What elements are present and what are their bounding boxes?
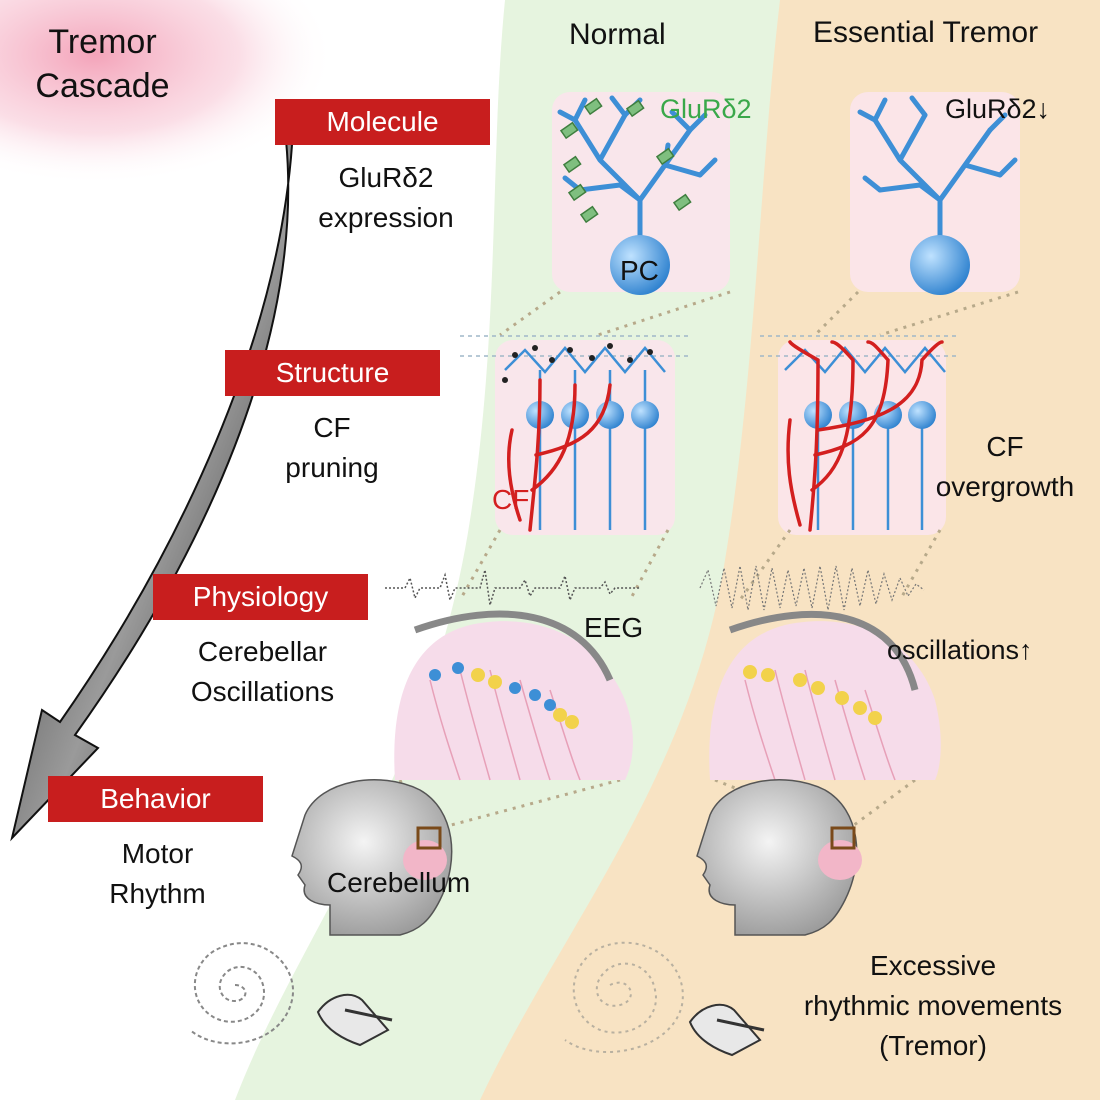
molecule-description: GluRδ2 expression [296, 158, 476, 238]
hand-pen-normal [316, 993, 393, 1047]
eeg-trace-normal [385, 569, 640, 606]
behavior-desc-line-2: Rhythm [109, 878, 206, 909]
structure-et-network [784, 340, 946, 532]
physiology-desc-line-1: Cerebellar [197, 636, 328, 667]
cf-overgrowth-label: CF overgrowth [920, 427, 1090, 507]
head-et [696, 779, 862, 936]
spiral-drawing-tremor [564, 941, 684, 1054]
hand-pen-tremor [688, 1003, 765, 1057]
structure-desc-line-2: pruning [285, 452, 379, 483]
level-box-physiology: Physiology [153, 574, 368, 620]
title-line-2: Cascade [35, 67, 170, 105]
column-header-normal: Normal [569, 18, 666, 51]
figure-title: Tremor Cascade [20, 20, 185, 108]
behavior-description: Motor Rhythm [85, 834, 230, 914]
panel-molecule-normal [552, 92, 730, 292]
spiral-drawing-normal [189, 942, 295, 1045]
behavior-desc-line-1: Motor [121, 838, 194, 869]
level-box-behavior: Behavior [48, 776, 263, 822]
purkinje-cell-essential-tremor [857, 95, 1018, 253]
molecule-desc-line-2: expression [318, 202, 454, 233]
column-header-essential-tremor: Essential Tremor [813, 16, 1039, 49]
molecule-desc-line-1: GluRδ2 [338, 162, 434, 193]
tremor-outcome-line-2: rhythmic movements [803, 990, 1063, 1021]
glur-label-essential-tremor: GluRδ2↓ [945, 94, 1051, 124]
structure-description: CF pruning [262, 408, 402, 488]
purkinje-cell-label: PC [620, 255, 659, 286]
tremor-outcome-line-3: (Tremor) [879, 1030, 987, 1061]
cerebellar-folium-normal [394, 610, 633, 781]
physiology-description: Cerebellar Oscillations [170, 632, 355, 712]
cf-overgrowth-line-2: overgrowth [935, 471, 1075, 502]
eeg-trace-essential-tremor [699, 565, 925, 611]
head-normal [291, 779, 453, 936]
title-glow [0, 0, 335, 185]
oscillations-label: oscillations↑ [887, 635, 1033, 665]
structure-normal-network [502, 343, 666, 532]
title-line-1: Tremor [48, 23, 157, 61]
glur-label-normal: GluRδ2 [660, 94, 752, 124]
level-box-molecule: Molecule [275, 99, 490, 145]
cf-overgrowth-line-1: CF [986, 431, 1024, 462]
climbing-fiber-label: CF [492, 484, 530, 515]
cerebellum-label: Cerebellum [327, 867, 471, 898]
structure-desc-line-1: CF [313, 412, 351, 443]
physiology-desc-line-2: Oscillations [190, 676, 335, 707]
tremor-outcome-label: Excessive rhythmic movements (Tremor) [778, 946, 1088, 1066]
cerebellar-folium-et [709, 611, 941, 781]
eeg-label: EEG [584, 612, 644, 643]
panel-structure-et [778, 340, 946, 535]
tremor-outcome-line-1: Excessive [869, 950, 997, 981]
level-box-structure: Structure [225, 350, 440, 396]
